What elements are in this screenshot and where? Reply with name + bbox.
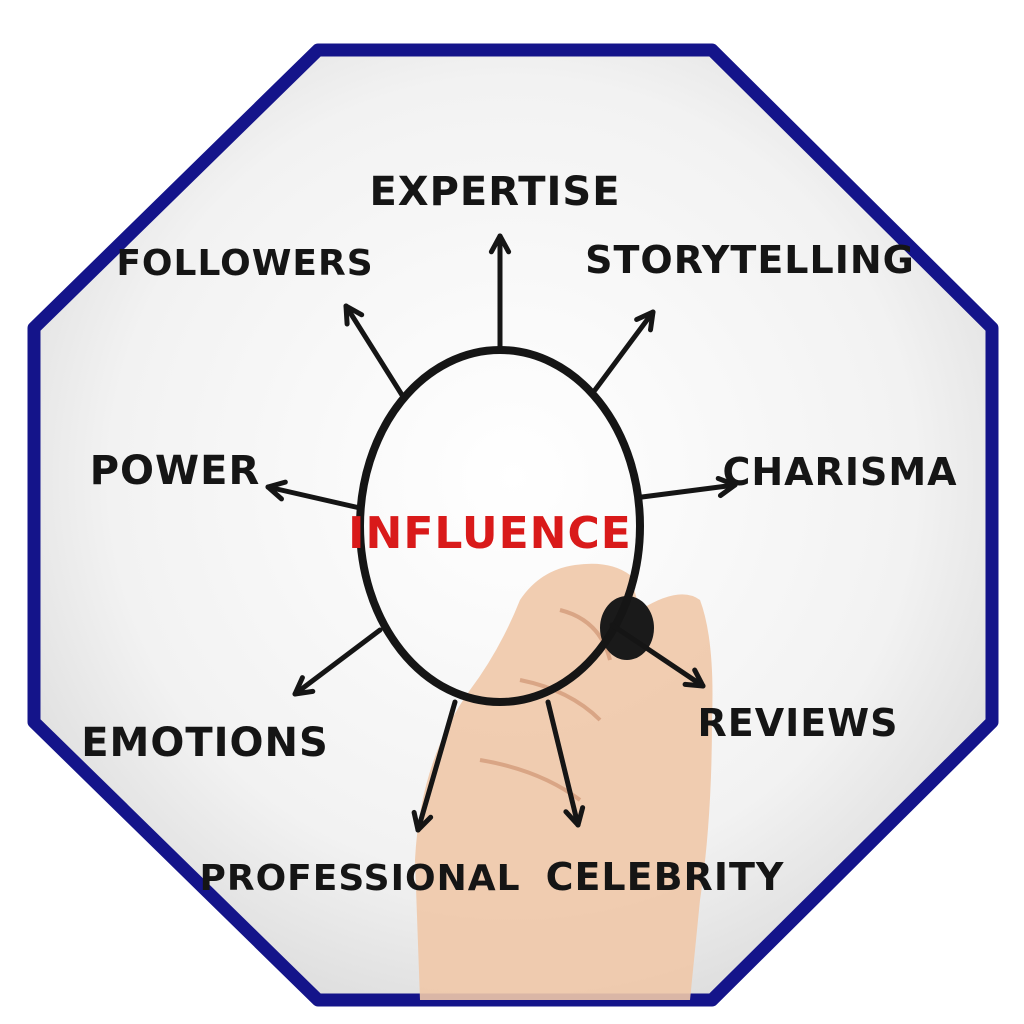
arrowhead-reviews	[682, 667, 706, 689]
arrow-followers	[343, 303, 405, 398]
branch-label-celebrity: CELEBRITY	[546, 855, 785, 899]
arrowhead-power	[265, 479, 288, 502]
arrow-charisma	[639, 482, 738, 500]
center-label: INFLUENCE	[348, 508, 632, 559]
arrowhead-expertise	[488, 233, 512, 255]
arrow-celebrity	[545, 699, 581, 828]
arrowhead-followers	[343, 303, 365, 327]
branch-label-professional: PROFESSIONAL	[199, 858, 520, 899]
arrowhead-charisma	[715, 475, 738, 499]
octagon-frame	[27, 43, 999, 1007]
arrow-power	[265, 484, 363, 511]
branch-label-emotions: EMOTIONS	[81, 720, 329, 766]
arrow-professional	[415, 699, 458, 833]
arrowhead-professional	[411, 809, 434, 833]
branch-label-power: POWER	[90, 448, 261, 494]
arrow-storytelling	[592, 309, 656, 393]
branch-label-expertise: EXPERTISE	[369, 169, 620, 215]
branch-label-charisma: CHARISMA	[722, 450, 957, 494]
arrow-reviews	[609, 622, 706, 689]
arrow-emotions	[292, 627, 383, 697]
arrowhead-emotions	[292, 675, 316, 697]
arrowhead-celebrity	[563, 805, 586, 828]
branch-label-storytelling: STORYTELLING	[585, 238, 915, 282]
branch-label-followers: FOLLOWERS	[116, 243, 373, 284]
branch-label-reviews: REVIEWS	[697, 701, 898, 745]
arrowhead-storytelling	[634, 309, 656, 333]
